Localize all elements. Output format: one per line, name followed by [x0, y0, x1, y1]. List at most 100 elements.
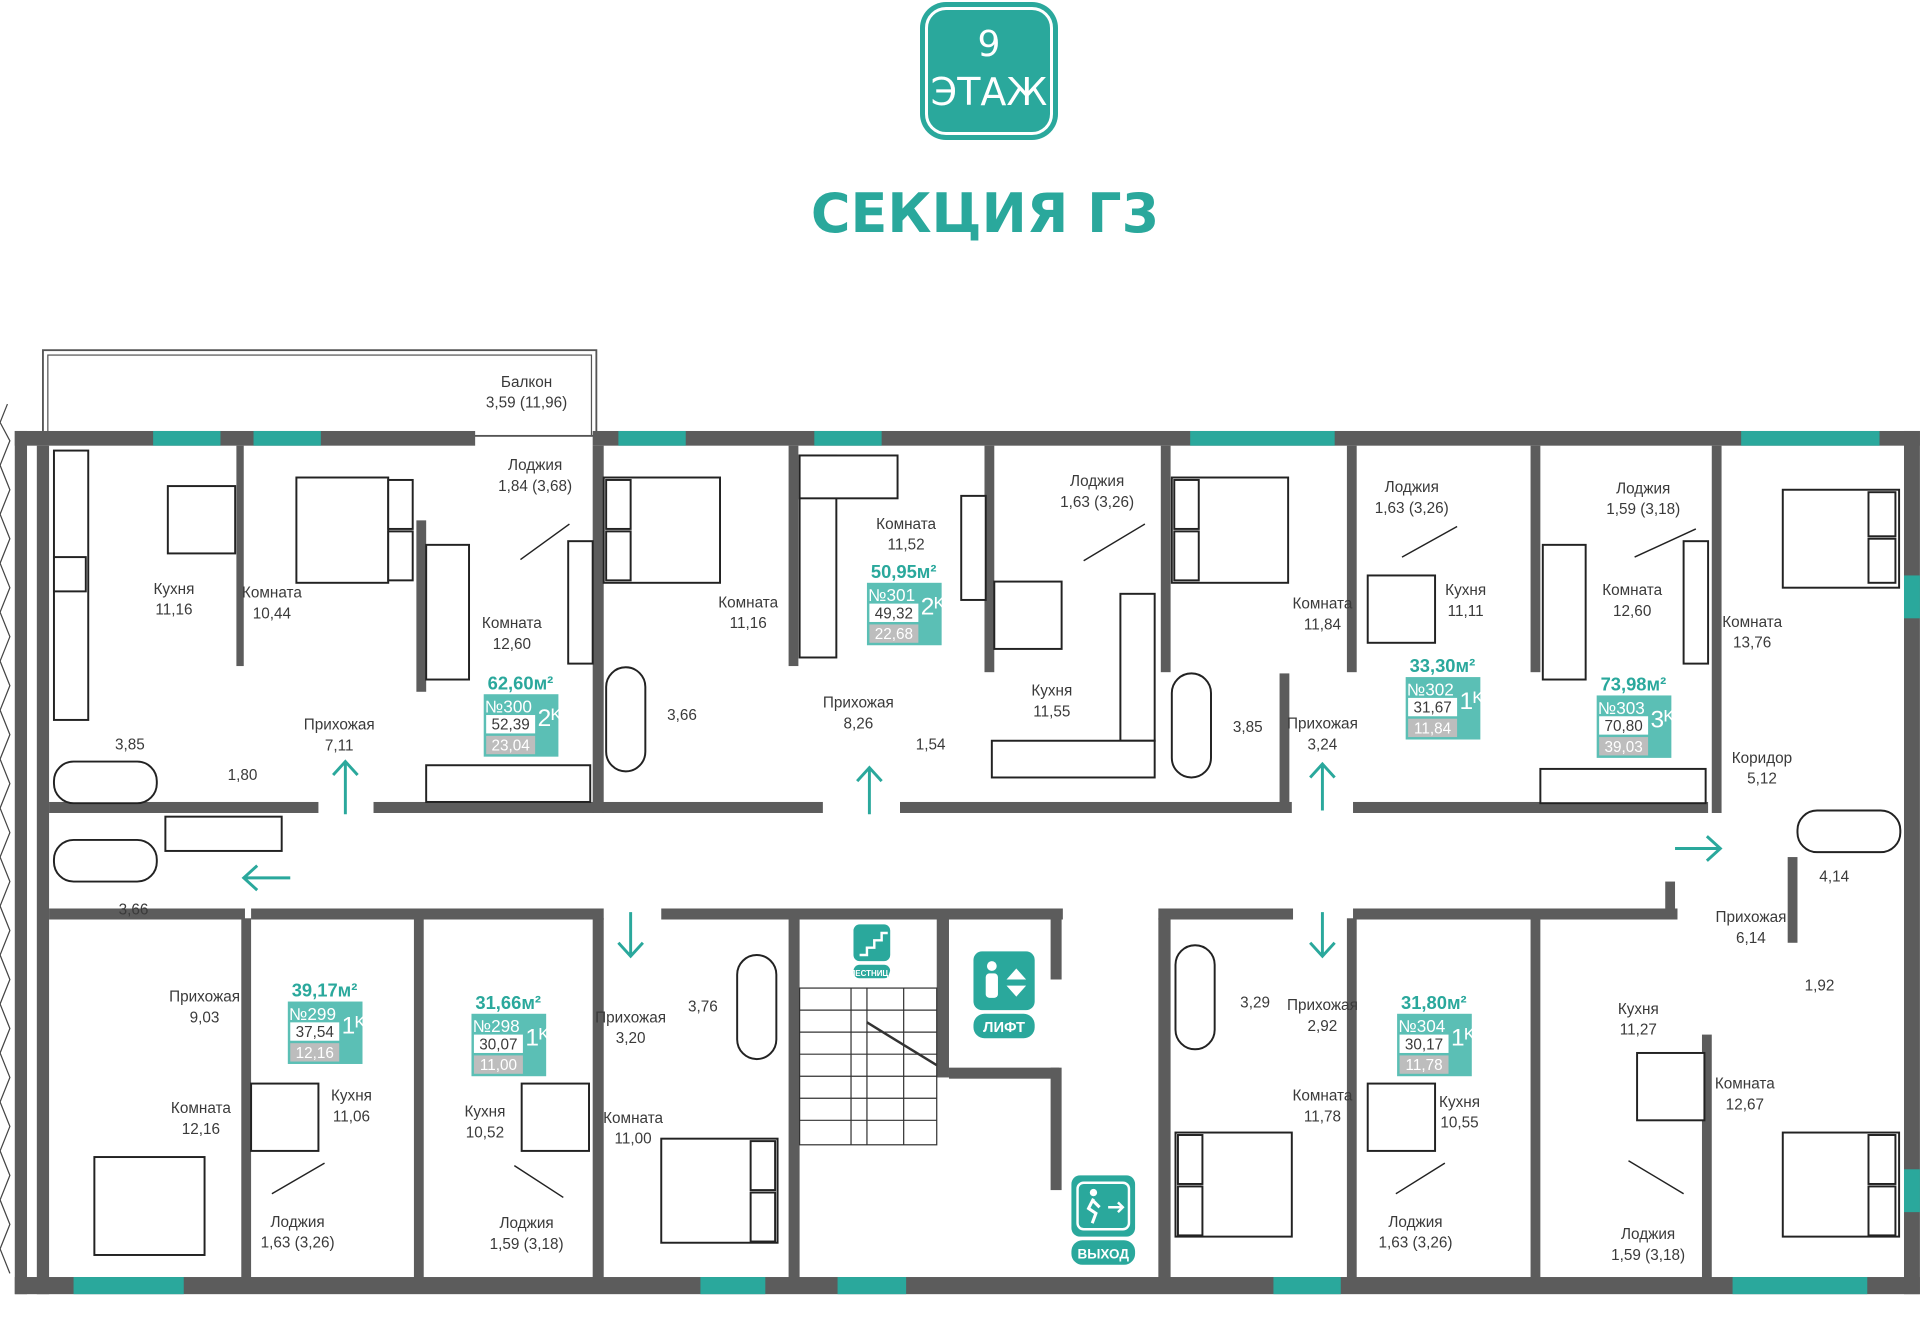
floor-badge: 9 ЭТАЖ	[920, 2, 1058, 140]
room-area: 6,14	[1736, 930, 1766, 947]
apartment-room-count: 3ᴷ	[1651, 706, 1676, 733]
walls	[14, 430, 1920, 1295]
room-label: 1,54	[916, 736, 946, 753]
apartment-kitchen-area: 11,84	[1414, 720, 1452, 737]
apartment-number: №298	[473, 1016, 520, 1036]
apartment-number: №304	[1398, 1016, 1445, 1036]
room-name: Лоджия	[1616, 480, 1670, 497]
room-name: Прихожая	[169, 989, 240, 1006]
apartment-number: №299	[289, 1004, 336, 1024]
room-label: 1,80	[228, 767, 258, 784]
furniture	[52, 449, 1902, 1256]
room-name: Лоджия	[508, 457, 562, 474]
room-name: Комната	[171, 1100, 231, 1117]
room-area: 3,29	[1240, 995, 1270, 1012]
room-name: Комната	[1292, 596, 1352, 613]
apartment-total-area: 31,80м²	[1401, 992, 1467, 1013]
room-name: Лоджия	[1388, 1214, 1442, 1231]
apartment-total-area: 50,95м²	[871, 561, 937, 582]
room-name: Лоджия	[1621, 1226, 1675, 1243]
apartment-number: №300	[485, 697, 532, 717]
apartment-kitchen-area: 23,04	[492, 738, 531, 755]
room-area: 11,52	[888, 537, 925, 554]
room-label: 3,85	[115, 736, 145, 753]
room-name: Кухня	[464, 1104, 505, 1121]
room-label: 3,29	[1240, 995, 1270, 1012]
room-label: 3,76	[688, 998, 718, 1015]
apartment-total-area: 62,60м²	[488, 672, 554, 693]
room-name: Комната	[242, 584, 302, 601]
floor-label: ЭТАЖ	[930, 70, 1048, 114]
room-name: Прихожая	[823, 695, 894, 712]
apartment-room-count: 1ᴷ	[1451, 1025, 1476, 1052]
windows	[73, 430, 1920, 1295]
room-area: 10,52	[466, 1124, 504, 1141]
apartment-number: №303	[1598, 698, 1645, 718]
apartment-kitchen-area: 22,68	[875, 626, 913, 643]
apartment-room-count: 2ᴷ	[921, 594, 946, 621]
room-area: 11,16	[730, 615, 767, 632]
room-area: 12,60	[1613, 603, 1651, 620]
room-label: 3,85	[1233, 719, 1263, 736]
room-name: Кухня	[1445, 582, 1486, 599]
room-area: 1,80	[228, 767, 258, 784]
stairs-label: ЛЕСТНИЦА	[850, 969, 894, 978]
room-area: 2,92	[1308, 1018, 1338, 1035]
apartment-living-area: 30,17	[1405, 1036, 1443, 1053]
room-area: 7,11	[325, 738, 354, 755]
exit-label: ВЫХОД	[1078, 1247, 1130, 1262]
apartment-living-area: 52,39	[492, 717, 530, 734]
apartment-room-count: 1ᴷ	[1460, 688, 1485, 715]
room-name: Лоджия	[271, 1214, 325, 1231]
room-area: 1,63 (3,26)	[1060, 494, 1134, 511]
apartment-room-count: 2ᴷ	[538, 705, 563, 732]
direction-arrows	[241, 759, 1723, 959]
room-label: Комната 11,84	[1292, 596, 1352, 634]
room-area: 3,66	[667, 707, 697, 724]
lift-label: ЛИФТ	[983, 1020, 1025, 1036]
room-area: 11,78	[1304, 1109, 1341, 1126]
apartment-room-count: 1ᴷ	[525, 1025, 550, 1052]
room-area: 11,84	[1304, 616, 1342, 633]
room-area: 1,59 (3,18)	[490, 1236, 564, 1253]
stairs-sign: ЛЕСТНИЦА	[850, 924, 894, 979]
room-label: Лоджия 1,63 (3,26)	[1375, 479, 1449, 517]
apartment-living-area: 31,67	[1413, 700, 1451, 717]
room-area: 3,85	[1233, 719, 1263, 736]
room-area: 10,55	[1440, 1115, 1478, 1132]
room-name: Прихожая	[1287, 716, 1358, 733]
apartment-badge[interactable]: 62,60м² №300 2ᴷ 52,39 23,04	[483, 672, 563, 757]
room-area: 1,63 (3,26)	[1375, 500, 1449, 517]
apartment-living-area: 70,80	[1604, 718, 1642, 735]
room-area: 3,66	[119, 902, 149, 919]
stairs	[798, 987, 938, 1146]
apartment-room-count: 1ᴷ	[342, 1012, 367, 1039]
room-label: 3,66	[119, 902, 149, 919]
room-area: 12,67	[1726, 1096, 1764, 1113]
apartment-kitchen-area: 11,00	[480, 1057, 517, 1074]
room-name: Лоджия	[1385, 479, 1439, 496]
room-name: Кухня	[153, 581, 194, 598]
room-area: 4,14	[1819, 869, 1849, 886]
room-area: 11,27	[1620, 1022, 1657, 1039]
